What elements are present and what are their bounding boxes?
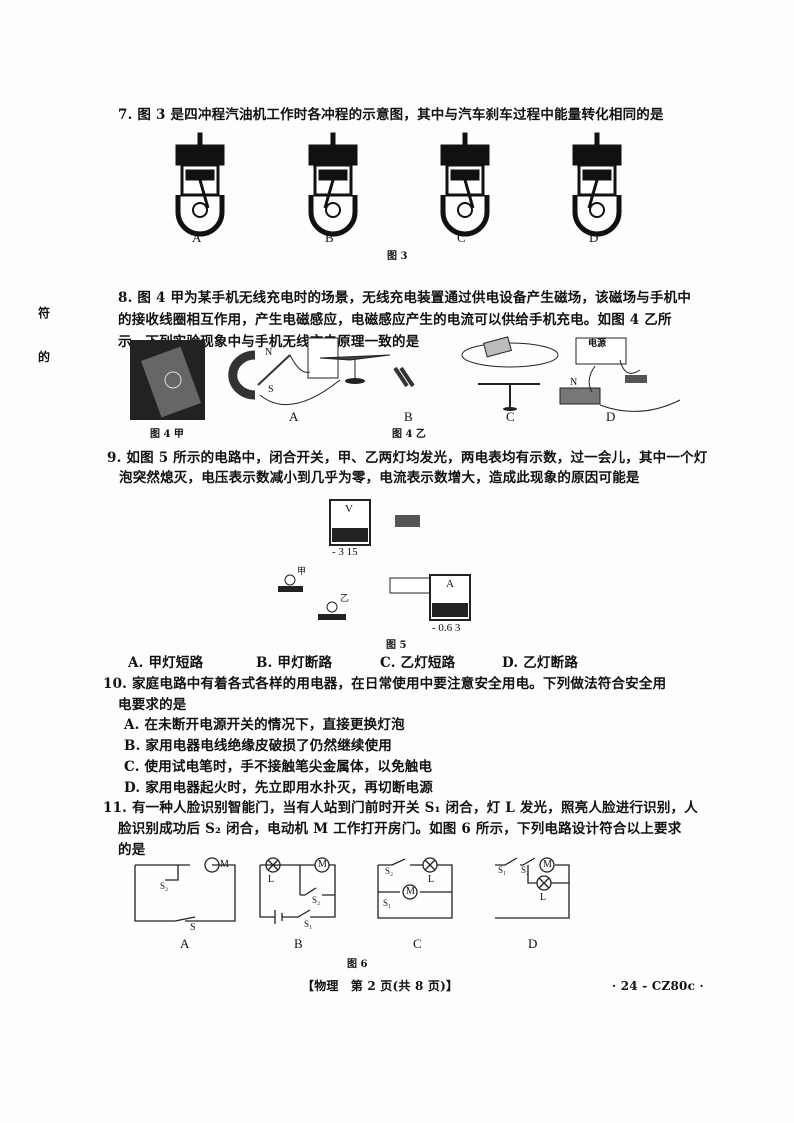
q7-stem: 7. 图 3 是四冲程汽油机工作时各冲程的示意图，其中与汽车刹车过程中能量转化相… [118, 107, 664, 123]
lamp-yi [326, 601, 338, 613]
engine-stroke-3 [572, 132, 622, 237]
switch [395, 515, 420, 527]
b-s2-label: S₂ [312, 895, 321, 905]
q9-option-d: D. 乙灯断路 [502, 655, 579, 671]
lamp-jia-label: 甲 [297, 566, 307, 576]
d-s1-label: S₁ [498, 865, 507, 875]
q7-label-a: A [192, 230, 202, 245]
figure-4a-caption: 图 4 甲 [150, 429, 184, 440]
a-s2-label: S₂ [160, 881, 169, 891]
q8-label-a: A [289, 409, 299, 424]
c-lamp-label: L [428, 874, 435, 885]
ammeter-symbol: A [446, 578, 454, 590]
margin-mark: 的 [38, 350, 51, 364]
q8-label-c: C [506, 409, 515, 424]
q11-line-3: 的是 [118, 842, 146, 858]
circuit-b [259, 857, 336, 924]
q11-label-a: A [180, 936, 190, 951]
lamp-jia [284, 574, 296, 586]
power-supply [575, 337, 627, 365]
circuit-c [377, 857, 453, 919]
engine-stroke-1 [308, 132, 358, 237]
coil-loop [461, 342, 559, 368]
q11-label-d: D [528, 936, 538, 951]
q8-label-d: D [606, 409, 616, 424]
a-s-label: S [190, 922, 196, 933]
q7-label-b: B [325, 230, 334, 245]
footer-code: · 24 - CZ80c · [612, 979, 704, 993]
figure-4b-caption: 图 4 乙 [392, 429, 426, 440]
horseshoe-magnet [228, 350, 256, 400]
q11-line-1: 11. 有一种人脸识别智能门，当有人站到门前时开关 S₁ 闭合，灯 L 发光，照… [103, 800, 698, 816]
d-motor-label: M [543, 859, 552, 870]
circuit-d [495, 857, 570, 919]
q11-label-b: B [294, 936, 303, 951]
figure-6-caption: 图 6 [347, 959, 368, 970]
voltmeter-terminals: - 3 15 [332, 546, 358, 558]
c-s1-label: S₁ [383, 898, 392, 908]
engine-stroke-2 [440, 132, 490, 237]
phone-image [141, 346, 201, 418]
d-s2-label: S₂ [521, 865, 530, 875]
lamp-yi-label: 乙 [340, 593, 350, 603]
b-s1-label: S₁ [304, 919, 313, 929]
q7-label-c: C [457, 230, 466, 245]
q10-option-b: B. 家用电器电线绝缘皮破损了仍然继续使用 [124, 738, 393, 754]
q10-option-d: D. 家用电器起火时，先立即用水扑灭，再切断电源 [124, 780, 433, 796]
c-motor-label: M [406, 886, 415, 897]
ammeter-terminals: - 0.6 3 [432, 622, 461, 634]
q11-line-2: 脸识别成功后 S₂ 闭合，电动机 M 工作打开房门。如图 6 所示，下列电路设计… [118, 821, 682, 837]
engine-stroke-0 [175, 132, 225, 237]
a-motor-label: M [220, 859, 229, 870]
q9-line-1: 9. 如图 5 所示的电路中，闭合开关，甲、乙两灯均发光，两电表均有示数，过一会… [107, 450, 708, 466]
margin-mark: 符 [38, 306, 51, 320]
electromagnet [559, 387, 601, 405]
q10-line-2: 电要求的是 [118, 697, 187, 713]
q8-line-2: 的接收线圈相互作用，产生电磁感应，电磁感应产生的电流可以供给手机充电。如图 4 … [118, 312, 672, 328]
d-lamp-label: L [540, 892, 547, 903]
label-n: N [265, 347, 273, 358]
q9-option-b: B. 甲灯断路 [256, 655, 333, 671]
b-motor-label: M [318, 859, 327, 870]
circuit-a [134, 857, 236, 922]
q10-line-1: 10. 家庭电路中有着各式各样的用电器，在日常使用中要注意安全用电。下列做法符合… [103, 676, 667, 692]
label-n2: N [570, 377, 578, 388]
q10-option-a: A. 在未断开电源开关的情况下，直接更换灯泡 [124, 717, 405, 733]
q11-label-c: C [413, 936, 422, 951]
figure-5-caption: 图 5 [386, 640, 407, 651]
q9-line-2: 泡突然熄灭，电压表示数减小到几乎为零，电流表示数增大，造成此现象的原因可能是 [119, 470, 640, 486]
q8-line-1: 8. 图 4 甲为某手机无线充电时的场景，无线充电装置通过供电设备产生磁场，该磁… [118, 290, 692, 306]
q8-label-b: B [404, 409, 413, 424]
b-lamp-label: L [268, 874, 275, 885]
q9-option-c: C. 乙灯短路 [380, 655, 456, 671]
label-s: S [268, 384, 274, 395]
c-s2-label: S₂ [385, 866, 394, 876]
footer-page-info: 【物理 第 2 页(共 8 页)】 [302, 979, 459, 993]
figure-3-caption: 图 3 [387, 251, 408, 262]
label-power: 电源 [588, 338, 607, 348]
q10-option-c: C. 使用试电笔时，手不接触笔尖金属体，以免触电 [124, 759, 433, 775]
q9-option-a: A. 甲灯短路 [128, 655, 204, 671]
q7-label-d: D [589, 230, 599, 245]
voltmeter-symbol: V [345, 503, 353, 515]
